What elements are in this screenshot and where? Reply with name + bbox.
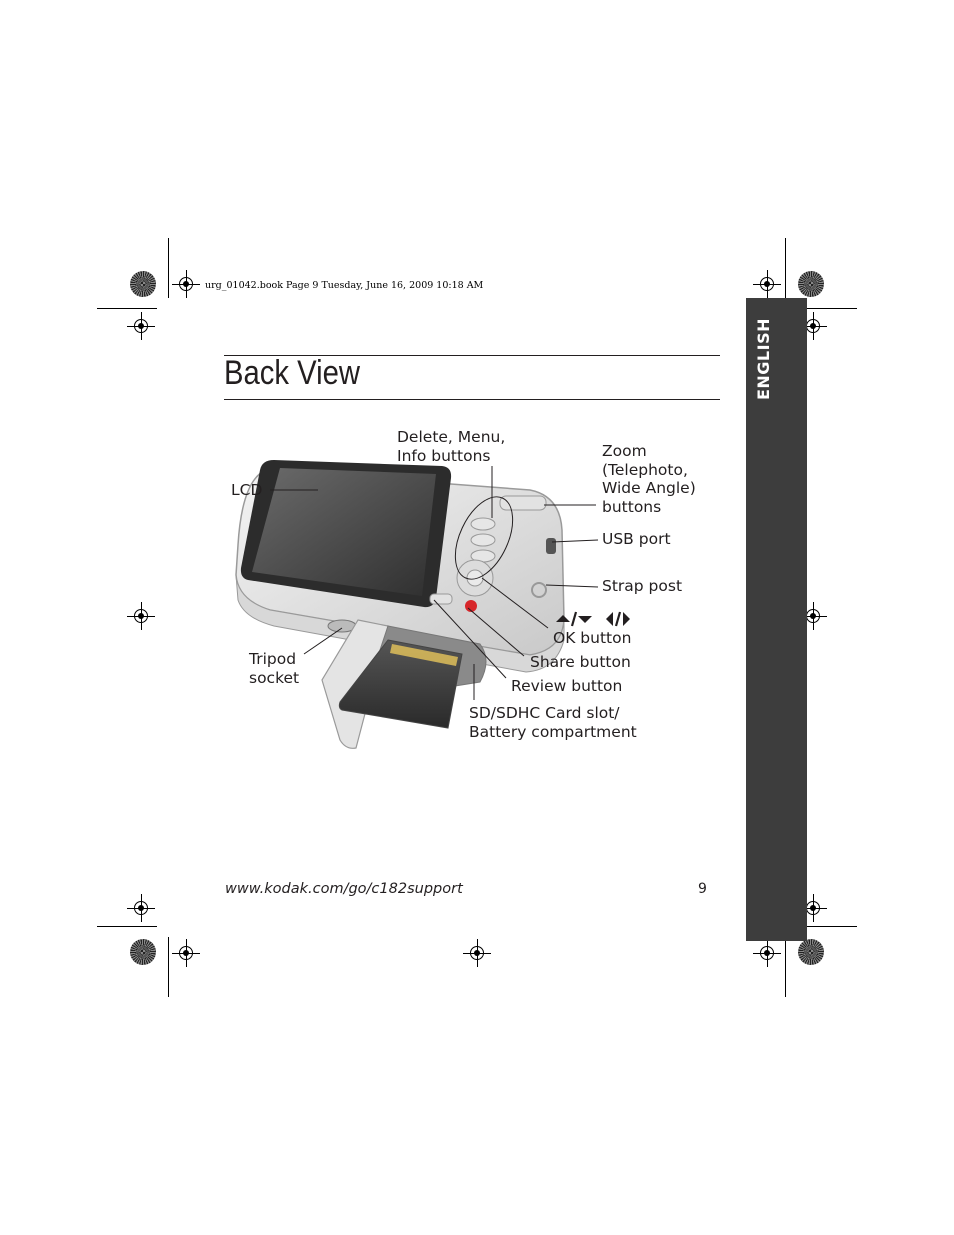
callout-zoom: Zoom (Telephoto, Wide Angle) buttons xyxy=(602,442,696,516)
registration-mark xyxy=(799,894,827,922)
page-title: Back View xyxy=(224,354,360,392)
title-rule-bottom xyxy=(224,399,720,400)
registration-mark xyxy=(753,939,781,967)
crop-mark xyxy=(168,937,169,997)
callout-strap-post: Strap post xyxy=(602,577,683,595)
callout-ok-button: OK button xyxy=(553,629,632,647)
registration-star-bottom-left xyxy=(130,939,156,965)
callout-usb-port: USB port xyxy=(602,530,671,548)
registration-mark xyxy=(127,312,155,340)
support-url[interactable]: www.kodak.com/go/c182support xyxy=(225,881,463,897)
registration-mark xyxy=(799,312,827,340)
callout-delete-menu-info: Delete, Menu, Info buttons xyxy=(397,428,506,465)
registration-mark xyxy=(172,939,200,967)
crop-mark xyxy=(168,238,169,298)
registration-star-bottom-right xyxy=(798,939,824,965)
crop-mark xyxy=(97,308,157,309)
registration-mark xyxy=(463,939,491,967)
registration-star-top-right xyxy=(798,271,824,297)
sidebar-language-label: ENGLISH xyxy=(754,318,773,401)
callout-share-button: Share button xyxy=(530,653,631,671)
registration-mark xyxy=(799,602,827,630)
registration-mark xyxy=(172,270,200,298)
callout-review-button: Review button xyxy=(511,677,623,695)
arrow-buttons-icon xyxy=(556,611,630,627)
registration-mark xyxy=(753,270,781,298)
registration-mark xyxy=(127,602,155,630)
registration-mark xyxy=(127,894,155,922)
title-rule-top xyxy=(224,355,720,356)
language-sidebar: ENGLISH xyxy=(746,298,807,941)
callout-sd-card-slot: SD/SDHC Card slot/ Battery compartment xyxy=(469,704,637,741)
page-number: 9 xyxy=(698,881,707,897)
print-header: urg_01042.book Page 9 Tuesday, June 16, … xyxy=(205,280,484,291)
callout-lcd: LCD xyxy=(231,481,263,499)
crop-mark xyxy=(797,308,857,309)
registration-star-top-left xyxy=(130,271,156,297)
crop-mark xyxy=(797,926,857,927)
crop-mark xyxy=(97,926,157,927)
crop-mark xyxy=(785,937,786,997)
callout-tripod-socket: Tripod socket xyxy=(249,650,300,687)
crop-mark xyxy=(785,238,786,298)
